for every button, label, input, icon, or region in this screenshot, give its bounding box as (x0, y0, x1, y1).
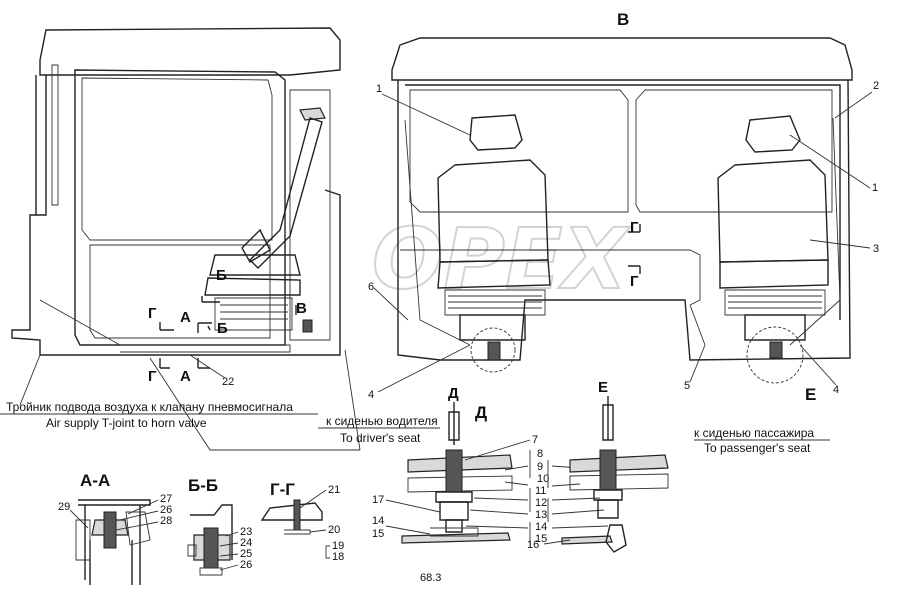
marker-a-left: А (180, 309, 191, 326)
callout-24: 24 (240, 537, 252, 549)
marker-g-bottom: Г (148, 368, 157, 385)
callout-28: 28 (160, 515, 172, 527)
marker-v-left: В (296, 300, 307, 317)
section-aa-drawing (75, 499, 151, 585)
callout-15b: 15 (535, 533, 547, 545)
callout-21: 21 (328, 484, 340, 496)
section-aa-title: А-А (80, 471, 110, 490)
pass-callout-ru: к сиденью пассажира (694, 426, 814, 440)
section-markers-side (159, 296, 297, 369)
air-callout-en: Air supply T-joint to horn valve (46, 416, 207, 430)
page-number: 68.3 (420, 572, 441, 584)
driver-callout-ru: к сиденью водителя (326, 414, 438, 428)
callout-23: 23 (240, 526, 252, 538)
callout-4a: 4 (368, 389, 374, 401)
callout-27: 27 (160, 493, 172, 505)
callout-26a: 26 (160, 504, 172, 516)
pass-callout-en: To passenger's seat (704, 441, 811, 455)
section-bb-title: Б-Б (188, 476, 218, 495)
callout-16: 16 (527, 539, 539, 551)
marker-g-left: Г (148, 305, 157, 322)
detail-d-title: Д (448, 385, 459, 402)
callout-13: 13 (535, 509, 547, 521)
callout-26b: 26 (240, 559, 252, 571)
callout-8: 8 (537, 448, 543, 460)
view-e-label: Е (805, 385, 816, 404)
callout-5: 5 (684, 380, 690, 392)
detail-e-drawing (561, 396, 669, 553)
callout-14b: 14 (535, 521, 547, 533)
view-d-label: Д (475, 403, 487, 422)
watermark-logo: OPEX (372, 210, 631, 308)
marker-g-rear-top: Г (630, 219, 639, 236)
callout-2: 2 (873, 80, 879, 92)
marker-g-rear-bottom: Г (630, 273, 639, 290)
section-gg-drawing (260, 499, 323, 535)
callout-7a: 7 (532, 434, 538, 446)
callout-1b: 1 (872, 182, 878, 194)
marker-b-top: Б (216, 267, 227, 284)
callout-6: 6 (368, 281, 374, 293)
section-bb-drawing (187, 504, 233, 576)
callout-19: 19 (332, 540, 344, 552)
callout-17: 17 (372, 494, 384, 506)
air-callout-ru: Тройник подвода воздуха к клапану пневмо… (6, 400, 293, 414)
callout-1a: 1 (376, 83, 382, 95)
callout-3: 3 (873, 243, 879, 255)
callout-15a: 15 (372, 528, 384, 540)
view-v-label: В (617, 10, 629, 29)
callout-29: 29 (58, 501, 70, 513)
callout-14a: 14 (372, 515, 384, 527)
cab-rear-view (391, 37, 853, 384)
callout-18: 18 (332, 551, 344, 563)
section-gg-title: Г-Г (270, 480, 295, 499)
driver-callout-en: To driver's seat (340, 431, 421, 445)
callout-12: 12 (535, 497, 547, 509)
marker-b-bottom: Б (217, 320, 228, 337)
marker-a-bottom: А (180, 368, 191, 385)
callout-4b: 4 (833, 384, 839, 396)
cab-side-view (11, 27, 361, 451)
marker-g-bottom-line (628, 265, 641, 274)
detail-e-title: Е (598, 379, 608, 396)
callout-9: 9 (537, 461, 543, 473)
marker-g-top-line (628, 224, 641, 233)
callout-11: 11 (535, 485, 546, 497)
callout-22: 22 (222, 376, 234, 388)
callout-20: 20 (328, 524, 340, 536)
callout-10: 10 (537, 473, 549, 485)
callout-25: 25 (240, 548, 252, 560)
detail-d-drawing (401, 402, 513, 544)
